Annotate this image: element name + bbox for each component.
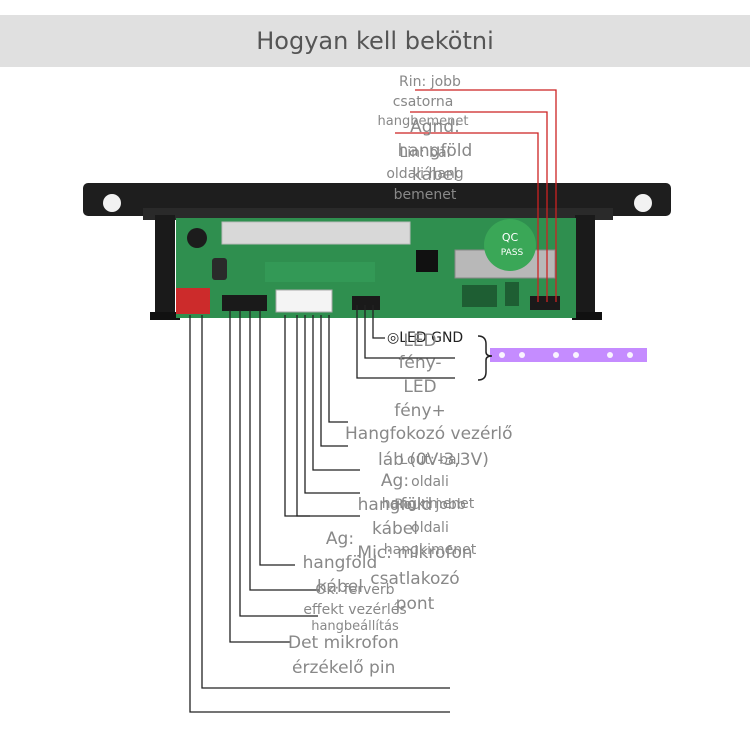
lin-label-3: bemenet <box>393 187 457 203</box>
qc-label: QC <box>502 231 519 244</box>
rout-label-3: hangkimenet <box>383 542 477 558</box>
agnd-label-2: hangföld <box>397 141 473 161</box>
ag1-label-3: kábel <box>372 519 418 539</box>
output-wires <box>189 305 455 713</box>
agnd-label-1: Agnd: <box>410 117 460 137</box>
red-connector <box>176 288 210 314</box>
amp-label-2: láb (0V-3,3V) <box>378 450 489 470</box>
det-label-1: Det mikrofon <box>288 633 399 653</box>
led-gnd-label: ◎LED GND <box>387 330 464 346</box>
led-plus-label-1: LED <box>403 377 437 397</box>
det-label-2: érzékelő pin <box>292 658 396 678</box>
ag2-label-2: hangföld <box>302 553 378 573</box>
lout-label-1: Lout: bal <box>399 452 461 468</box>
brace <box>477 335 493 381</box>
led-minus-label-2: fény- <box>398 353 442 373</box>
mic-label-2: csatlakozó <box>370 569 460 589</box>
pass-label: PASS <box>501 248 524 258</box>
rin-label-2: csatorna <box>392 94 454 110</box>
rin-label-1: Rin: jobb <box>399 74 461 90</box>
rin-label-3: hangbemenet <box>377 114 469 129</box>
lout-label-3: hangkimenet <box>381 496 475 512</box>
mic-label-3: pont <box>395 594 435 614</box>
input-wires <box>395 89 557 302</box>
ag2-label-1: Ag: <box>325 529 355 549</box>
ok-label-2: effekt vezérlés <box>303 602 407 618</box>
led-minus-label-1: LED <box>403 331 437 351</box>
qc-pass-sticker <box>484 219 536 271</box>
title-bar: Hogyan kell bekötni <box>0 15 750 67</box>
page-title: Hogyan kell bekötni <box>256 27 494 55</box>
ok-label-3: hangbeállítás <box>311 619 399 634</box>
module-bezel <box>83 183 671 320</box>
lin-label-1: Lin: bal <box>399 145 451 161</box>
lout-label-2: oldali <box>411 474 449 490</box>
rout-label-1: Rout: jobb <box>394 497 466 513</box>
rout-label-2: oldali <box>411 520 449 536</box>
mic-label-1: Mic: mikrofon <box>357 543 473 563</box>
agnd-label-3: kábel <box>412 165 458 185</box>
ag1-label-1: Ag: <box>380 471 410 491</box>
pin-header-left <box>222 295 267 311</box>
ok-label-1: Ok: ferverb <box>315 582 395 598</box>
lin-label-2: oldali hang <box>386 166 464 182</box>
led-strip <box>490 348 647 362</box>
amp-label-1: Hangfokozó vezérlő <box>345 424 513 444</box>
white-connector <box>275 289 333 313</box>
led-plus-label-2: fény+ <box>394 401 446 421</box>
ag2-label-3: kábel <box>317 577 363 597</box>
ag1-label-2: hangföld <box>357 495 433 515</box>
